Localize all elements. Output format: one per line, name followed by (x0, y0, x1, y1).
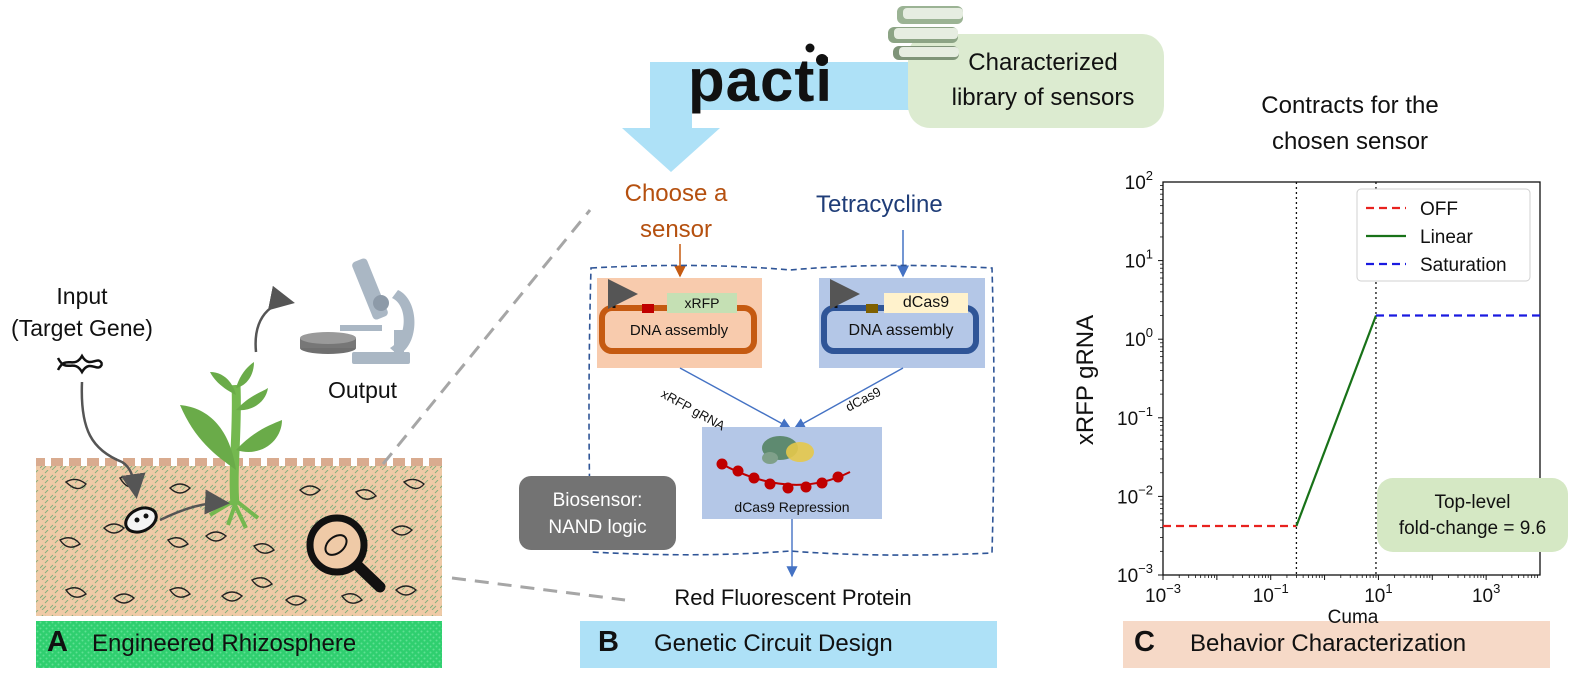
plot-frame (1162, 181, 1541, 576)
panel-b (519, 6, 1164, 668)
gear-icon (805, 43, 828, 66)
caption-letter-a: A (47, 626, 68, 658)
microscope-icon (340, 258, 415, 364)
dna-assembly-left-label: DNA assembly (629, 322, 729, 339)
fold-change-line2: fold-change = 9.6 (1398, 518, 1547, 539)
protein-icon (762, 436, 814, 464)
input-arrow (80, 381, 146, 499)
sensor-library-box (908, 34, 1164, 128)
input-label-line2: (Target Gene) (11, 315, 153, 341)
x-tick-label: 101 (1364, 581, 1392, 607)
biosensor-box (519, 476, 676, 550)
chart-title: Contracts for the chosen sensor (1220, 88, 1480, 160)
dna-icon (56, 353, 104, 375)
caption-text-c: Behavior Characterization (1190, 630, 1467, 657)
zoom-line-bottom (451, 576, 626, 602)
plant-to-output-arrow (254, 285, 295, 353)
rfp-output-label: Red Fluorescent Protein (674, 585, 912, 610)
soil-region (36, 466, 442, 616)
series-linear (1295, 315, 1378, 527)
books-icon (888, 6, 963, 60)
caption-bar-c (1123, 621, 1550, 668)
panel-a (36, 258, 442, 668)
library-label: Characterized library of sensors (938, 45, 1148, 115)
x-tick-label: 10−3 (1145, 581, 1181, 607)
y-tick-label: 10−1 (1117, 404, 1153, 430)
choose-sensor-line1: Choose a (624, 180, 728, 207)
pacti-logo: pacti (688, 47, 834, 114)
bacterium-to-root-arrow (159, 489, 230, 522)
caption-text-b: Genetic Circuit Design (654, 630, 893, 657)
fold-change-box (1377, 478, 1568, 552)
y-tick-label: 10−2 (1117, 482, 1153, 508)
x-axis-label: Cuma (1328, 607, 1379, 628)
zoom-line-top (381, 209, 592, 465)
x-tick-label: 103 (1472, 581, 1500, 607)
caption-letter-c: C (1134, 626, 1155, 658)
dna-strand-icon (716, 458, 844, 494)
xrfp-gene-label: xRFP (684, 295, 720, 311)
caption-letter-b: B (598, 626, 619, 658)
magnifier-icon (306, 514, 386, 593)
dcas9-gene (884, 293, 968, 313)
fold-change-line1: Top-level (1434, 492, 1511, 513)
output-label: Output (328, 377, 398, 403)
chart-title-line2: chosen sensor (1271, 128, 1429, 155)
caption-bar-b (580, 621, 997, 668)
tetracycline-label: Tetracycline (816, 191, 943, 218)
legend-box (1356, 188, 1531, 282)
bacterium-icon (124, 506, 158, 534)
legend-label-saturation: Saturation (1420, 255, 1507, 276)
input-label-line1: Input (56, 283, 108, 309)
y-tick-label: 100 (1125, 325, 1153, 351)
choose-sensor-label: Choose a sensor (600, 176, 752, 248)
caption-bar-a (36, 621, 442, 668)
y-tick-label: 101 (1125, 247, 1153, 273)
caption-text-a: Engineered Rhizosphere (92, 630, 357, 657)
edge-dcas9 (793, 367, 904, 429)
y-axis-label: xRFP gRNA (1072, 315, 1099, 445)
legend-label-off: OFF (1420, 199, 1458, 220)
dcas9-gene-label: dCas9 (902, 294, 950, 311)
biosensor-label-line2: NAND logic (548, 517, 647, 538)
biosensor-label-line1: Biosensor: (552, 490, 643, 511)
biosensor-label: Biosensor: NAND logic (519, 487, 676, 541)
y-tick-label: 10−3 (1117, 561, 1153, 587)
library-label-line1: Characterized (968, 49, 1118, 76)
choose-sensor-line2: sensor (639, 216, 713, 243)
legend-label-linear: Linear (1420, 227, 1473, 248)
repression-label: dCas9 Repression (734, 499, 850, 515)
y-tick-label: 102 (1125, 168, 1153, 194)
input-label: Input (Target Gene) (0, 280, 164, 344)
petri-dish-icon (300, 332, 356, 354)
xrfp-gene (667, 293, 737, 313)
chart-title-line1: Contracts for the (1261, 92, 1439, 119)
library-label-line2: library of sensors (951, 84, 1135, 111)
dna-assembly-right-label: DNA assembly (848, 322, 954, 339)
plant-icon (180, 362, 282, 529)
edge-xrfp-grna (679, 367, 792, 429)
x-tick-label: 10−1 (1253, 581, 1289, 607)
fold-change-label: Top-level fold-change = 9.6 (1377, 490, 1568, 542)
